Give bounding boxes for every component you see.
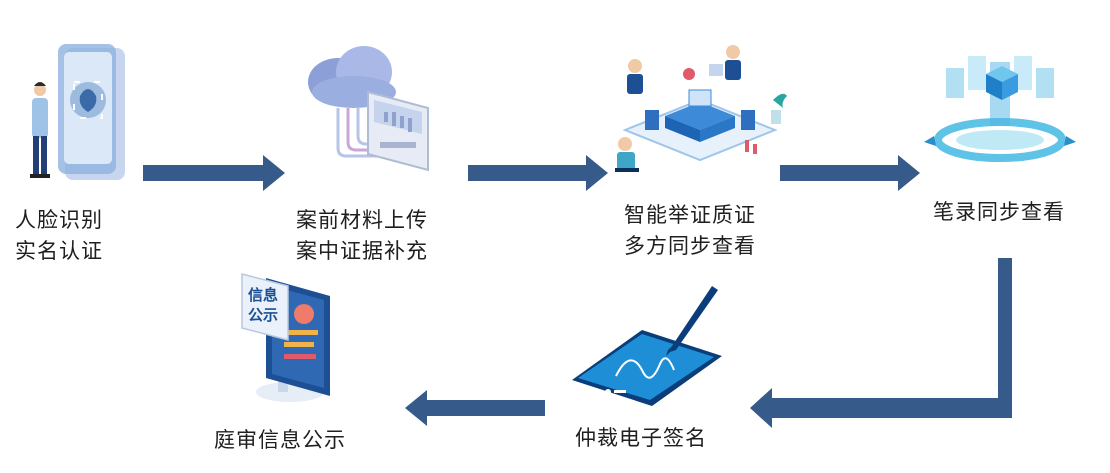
step-3-label: 智能举证质证 多方同步查看 (624, 200, 756, 262)
info-board-sign-line-2: 公示 (248, 307, 278, 324)
arrow-step3-to-step4 (780, 155, 920, 191)
step-6-line-1: 庭审信息公示 (214, 428, 346, 452)
arrow-step2-to-step3 (468, 155, 608, 191)
step-5-line-1: 仲裁电子签名 (575, 426, 707, 450)
step-2-label: 案前材料上传 案中证据补充 (296, 205, 428, 267)
step-5-label: 仲裁电子签名 (575, 423, 707, 454)
cloud-upload-icon (308, 46, 429, 172)
step-3-line-2: 多方同步查看 (624, 234, 756, 258)
step-2-line-1: 案前材料上传 (296, 208, 428, 232)
arrow-step1-to-step2 (143, 155, 285, 191)
step-4-label: 笔录同步查看 (933, 197, 1065, 228)
step-2-line-2: 案中证据补充 (296, 239, 428, 263)
info-board-sign-line-1: 信息 (248, 286, 278, 304)
step-4-line-1: 笔录同步查看 (933, 200, 1065, 224)
step-1-line-2: 实名认证 (15, 239, 103, 263)
step-1-label: 人脸识别 实名认证 (15, 205, 103, 267)
step-6-label: 庭审信息公示 (214, 425, 346, 456)
e-signature-icon (572, 286, 722, 406)
arrow-step5-to-step6 (405, 390, 545, 426)
face-recognition-icon (30, 44, 125, 180)
smart-evidence-icon (615, 45, 787, 172)
sync-record-icon (924, 56, 1076, 162)
arrow-step4-to-step5 (750, 258, 1012, 428)
step-1-line-1: 人脸识别 (15, 208, 103, 232)
step-3-line-1: 智能举证质证 (624, 203, 756, 227)
info-board-icon: 信息 公示 (241, 273, 330, 402)
